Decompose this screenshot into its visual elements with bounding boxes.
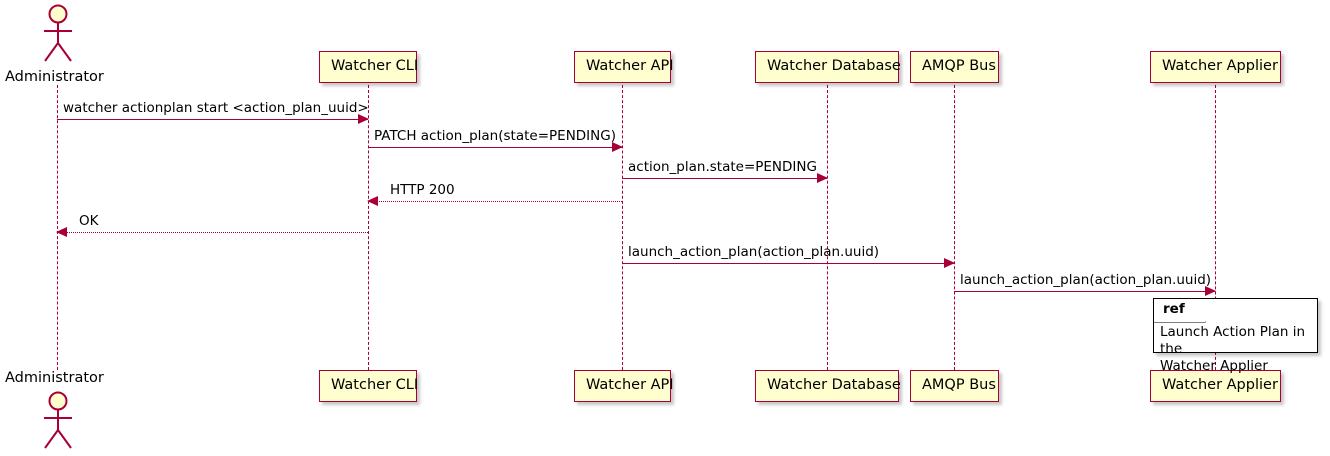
message-1-label: watcher actionplan start <action_plan_uu… [63, 99, 369, 116]
participant-watcher-database-bottom[interactable]: Watcher Database [755, 370, 901, 402]
message-3-line [622, 178, 827, 179]
ref-fragment-body: Launch Action Plan in the Watcher Applie… [1160, 324, 1312, 375]
message-1-line [57, 119, 368, 120]
message-4-label: HTTP 200 [390, 181, 455, 198]
participant-amqp-bus-bottom[interactable]: AMQP Bus [910, 370, 999, 402]
actor-administrator-bottom [38, 390, 78, 452]
ref-fragment[interactable]: ref Launch Action Plan in the Watcher Ap… [1153, 298, 1318, 374]
message-5-line [57, 232, 368, 233]
participant-watcher-cli-bottom[interactable]: Watcher CLI [319, 370, 418, 402]
ref-fragment-tab-label: ref [1154, 299, 1206, 323]
message-2-arrowhead [612, 142, 623, 152]
message-6-line [622, 263, 954, 264]
message-7-line [954, 291, 1215, 292]
message-7-arrowhead [1205, 286, 1216, 296]
participant-watcher-api-bottom[interactable]: Watcher API [574, 370, 674, 402]
message-5-arrowhead [56, 227, 67, 237]
message-6-arrowhead [944, 258, 955, 268]
actor-label-administrator-bottom: Administrator [5, 370, 104, 386]
message-7-label: launch_action_plan(action_plan.uuid) [960, 271, 1212, 288]
message-5-label: OK [79, 212, 99, 229]
lifeline-watcher-cli [368, 85, 369, 370]
participant-watcher-applier-top[interactable]: Watcher Applier [1150, 51, 1281, 83]
ref-fragment-body-line-1: Launch Action Plan in the [1160, 324, 1306, 357]
participant-watcher-cli-top[interactable]: Watcher CLI [319, 51, 418, 83]
lifeline-watcher-database [827, 85, 828, 370]
lifeline-amqp-bus [954, 85, 955, 370]
message-4-arrowhead [367, 196, 378, 206]
message-2-label: PATCH action_plan(state=PENDING) [374, 127, 616, 144]
message-3-arrowhead [817, 173, 828, 183]
actor-administrator-top [38, 3, 78, 65]
participant-watcher-api-top[interactable]: Watcher API [574, 51, 674, 83]
message-2-line [368, 147, 622, 148]
lifeline-watcher-applier [1215, 85, 1216, 370]
message-6-label: launch_action_plan(action_plan.uuid) [628, 243, 880, 260]
participant-watcher-database-top[interactable]: Watcher Database [755, 51, 901, 83]
participant-watcher-applier-bottom[interactable]: Watcher Applier [1150, 370, 1281, 402]
message-1-arrowhead [358, 114, 369, 124]
message-4-line [368, 201, 622, 202]
actor-label-administrator-top: Administrator [5, 69, 104, 85]
participant-amqp-bus-top[interactable]: AMQP Bus [910, 51, 999, 83]
message-3-label: action_plan.state=PENDING [628, 158, 817, 175]
lifeline-watcher-api [622, 85, 623, 370]
ref-fragment-body-line-2: Watcher Applier [1160, 357, 1268, 374]
